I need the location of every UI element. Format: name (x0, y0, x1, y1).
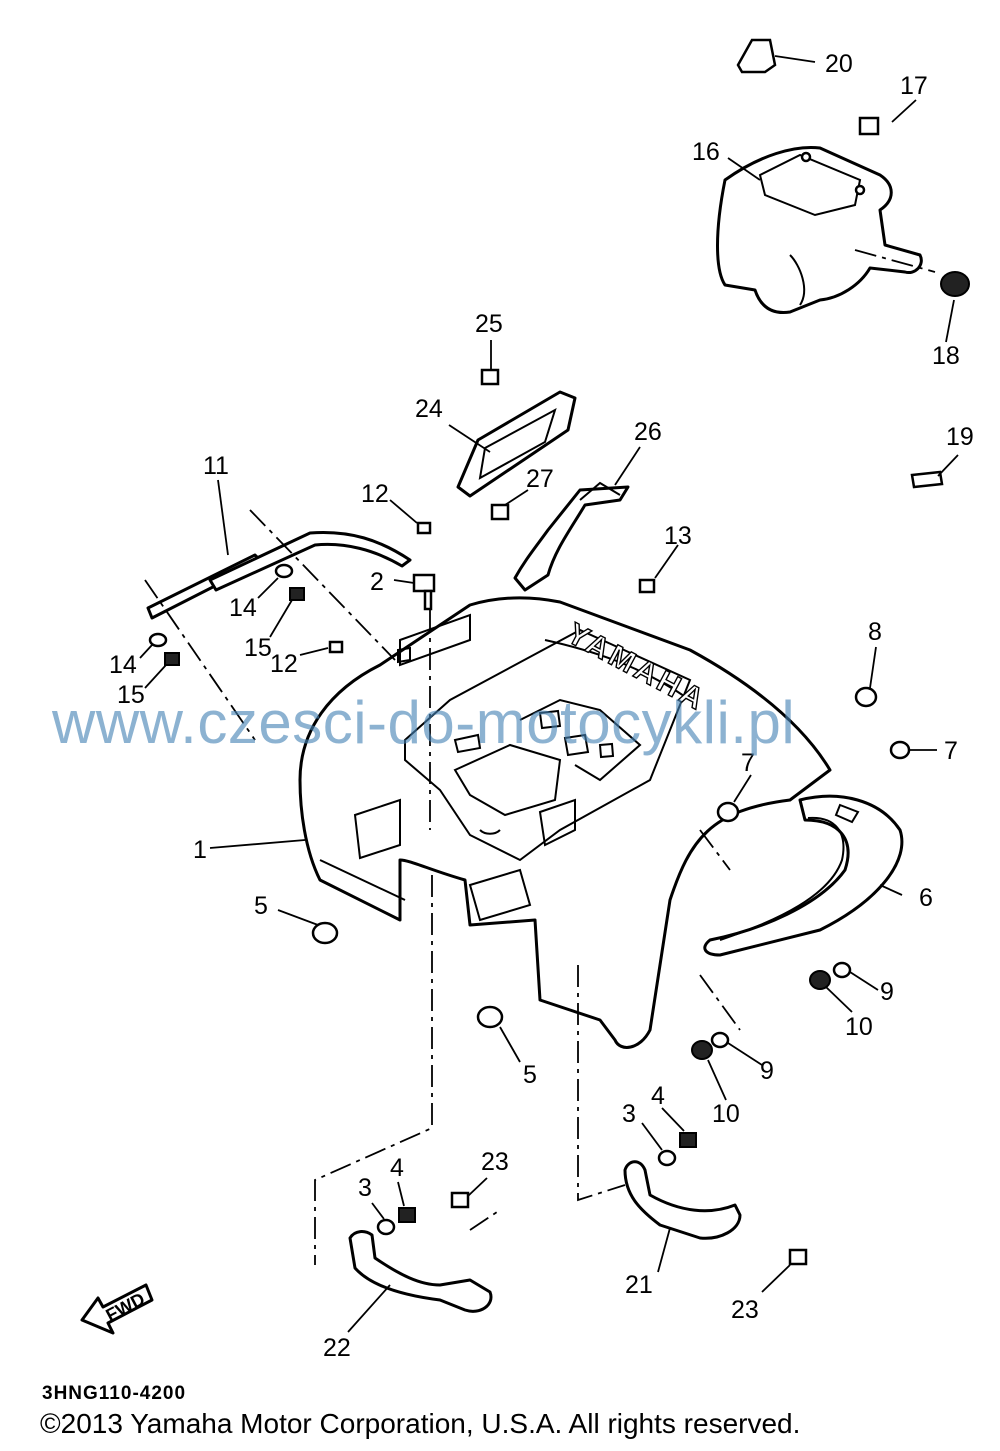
callout-15: 15 (117, 681, 145, 709)
screw-12-head (328, 640, 344, 654)
drawing-code: 3HNG110-4200 (42, 1383, 187, 1404)
bolt-5-head (311, 921, 339, 945)
washer-9 (832, 961, 852, 979)
washer-3 (657, 1149, 677, 1167)
cover-hole (854, 184, 866, 196)
callout-9: 9 (880, 978, 894, 1006)
grab-bar-21 (623, 1160, 742, 1240)
cover-hole (800, 151, 812, 163)
callout-1: 1 (193, 836, 207, 864)
screw-12-head (416, 521, 432, 535)
callout-22: 22 (323, 1334, 351, 1362)
callout-7: 7 (944, 737, 958, 765)
leader-lines (139, 55, 959, 1333)
callout-11: 11 (203, 452, 229, 480)
grab-bar-22 (348, 1230, 493, 1313)
bolt-17-head (858, 116, 880, 136)
bolt-25-head (480, 368, 500, 386)
screw-7-head (716, 801, 740, 823)
callout-26: 26 (634, 418, 662, 446)
bolt-5-head (476, 1005, 504, 1029)
assembly-lines (144, 249, 936, 1265)
washer-9 (710, 1031, 730, 1049)
watermark: www.czesci-do-motocykli.pl (52, 689, 796, 756)
callout-3: 3 (622, 1100, 636, 1128)
hardware (148, 38, 970, 1266)
copyright-notice: ©2013 Yamaha Motor Corporation, U.S.A. A… (40, 1408, 801, 1439)
screw-7-head (889, 740, 911, 760)
callout-9: 9 (760, 1057, 774, 1085)
callout-17: 17 (900, 72, 928, 100)
bolt-27-head (490, 503, 510, 521)
callout-13: 13 (664, 522, 692, 550)
callouts: 1 2 3 3 4 4 5 5 6 7 7 8 9 9 10 10 11 12 … (109, 50, 974, 1362)
pad-19 (910, 470, 944, 489)
washer-14 (148, 632, 168, 648)
nut-4 (679, 1132, 697, 1148)
callout-14: 14 (229, 594, 257, 622)
callout-23: 23 (731, 1296, 759, 1324)
callout-3: 3 (358, 1174, 372, 1202)
callout-20: 20 (825, 50, 853, 78)
callout-4: 4 (651, 1082, 665, 1110)
nut-10 (809, 970, 831, 990)
rear-fender: YAMAHA (298, 596, 832, 1049)
bolt-23-head (450, 1191, 470, 1209)
bolt-2-shank (423, 589, 433, 611)
callout-24: 24 (415, 395, 443, 423)
washer-14 (274, 563, 294, 579)
callout-12: 12 (361, 480, 389, 508)
nut-15 (164, 652, 180, 666)
nut-4 (398, 1207, 416, 1223)
nut-15 (289, 587, 305, 601)
callout-8: 8 (868, 618, 882, 646)
callout-15: 15 (244, 634, 272, 662)
bracket (513, 481, 630, 592)
callout-18: 18 (932, 342, 960, 370)
nut-18 (940, 271, 970, 297)
callout-25: 25 (475, 310, 503, 338)
screw-8-head (854, 686, 878, 708)
callout-21: 21 (625, 1271, 653, 1299)
washer-3 (376, 1218, 396, 1236)
callout-4: 4 (390, 1154, 404, 1182)
nut-10 (691, 1040, 713, 1060)
mud-flap-right (208, 531, 412, 592)
callout-7: 7 (741, 749, 755, 777)
callout-10: 10 (845, 1013, 873, 1041)
callout-6: 6 (919, 884, 933, 912)
rear-cover (716, 146, 923, 315)
fwd-arrow: FWD (80, 1283, 154, 1335)
clip-20 (736, 38, 777, 74)
callout-16: 16 (692, 138, 720, 166)
side-flap (703, 794, 904, 957)
callout-19: 19 (946, 423, 974, 451)
callout-5: 5 (254, 892, 268, 920)
screw-13-head (638, 578, 656, 594)
plate (456, 390, 577, 498)
callout-5: 5 (523, 1061, 537, 1089)
callout-10: 10 (712, 1100, 740, 1128)
callout-14: 14 (109, 651, 137, 679)
callout-27: 27 (526, 465, 554, 493)
callout-2: 2 (370, 568, 384, 596)
bolt-23-head (788, 1248, 808, 1266)
callout-23: 23 (481, 1148, 509, 1176)
callout-12: 12 (270, 650, 298, 678)
bolt-2-head (412, 573, 436, 593)
